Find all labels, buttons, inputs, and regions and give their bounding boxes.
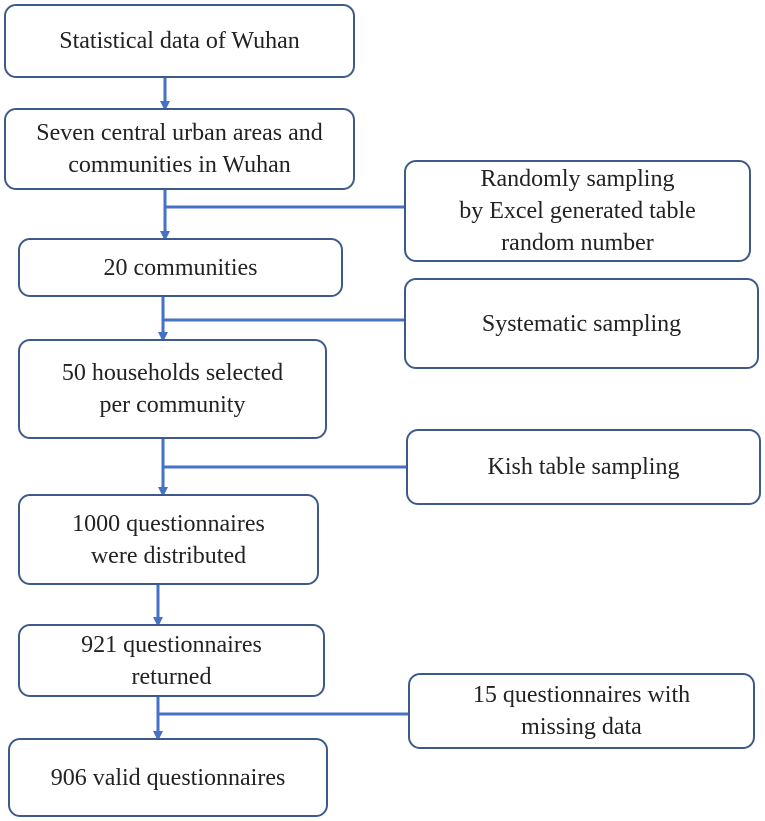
step-20-communities-label: 20 communities — [103, 254, 258, 281]
note-systematic-sampling-label: Systematic sampling — [481, 310, 682, 337]
step-921-returned-label: 921 questionnaires returned — [81, 631, 262, 690]
step-central-urban-areas: Seven central urban areas and communitie… — [4, 108, 355, 190]
step-906-valid-label: 906 valid questionnaires — [50, 764, 286, 791]
note-random-sampling-label: Randomly sampling by Excel generated tab… — [459, 166, 696, 256]
note-kish-table-sampling: Kish table sampling — [406, 429, 761, 505]
step-50-households-label: 50 households selected per community — [61, 360, 284, 418]
step-906-valid: 906 valid questionnaires — [8, 738, 328, 817]
step-statistical-data-label: Statistical data of Wuhan — [59, 28, 300, 54]
step-20-communities: 20 communities — [18, 238, 343, 297]
step-central-urban-areas-label: Seven central urban areas and communitie… — [36, 120, 323, 178]
note-systematic-sampling: Systematic sampling — [404, 278, 759, 369]
step-1000-distributed-label: 1000 questionnaires were distributed — [72, 510, 265, 569]
step-1000-distributed: 1000 questionnaires were distributed — [18, 494, 319, 585]
note-random-sampling: Randomly sampling by Excel generated tab… — [404, 160, 751, 262]
step-50-households: 50 households selected per community — [18, 339, 327, 439]
note-missing-data-label: 15 questionnaires with missing data — [472, 682, 691, 740]
step-statistical-data: Statistical data of Wuhan — [4, 4, 355, 78]
step-921-returned: 921 questionnaires returned — [18, 624, 325, 697]
note-kish-table-sampling-label: Kish table sampling — [487, 454, 680, 480]
note-missing-data: 15 questionnaires with missing data — [408, 673, 755, 749]
